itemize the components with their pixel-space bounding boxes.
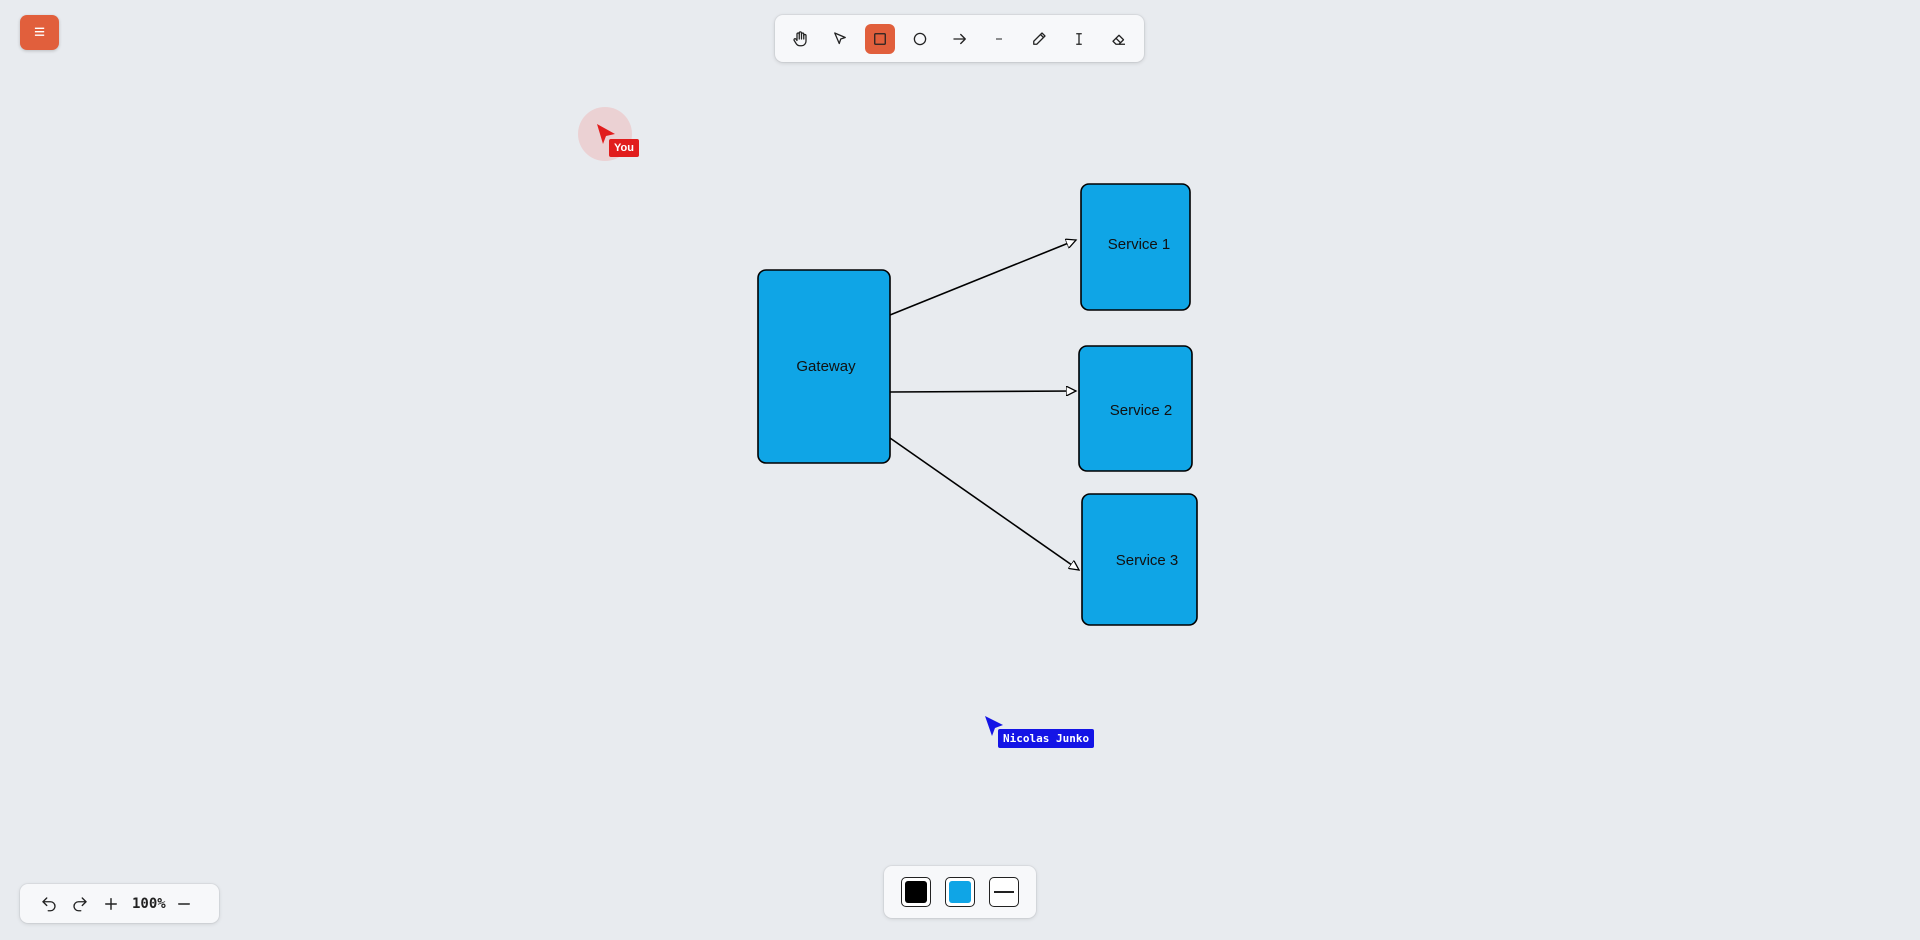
undo-icon xyxy=(42,896,56,911)
stroke-style-button[interactable] xyxy=(989,877,1019,907)
eraser-tool-button[interactable] xyxy=(1104,24,1134,54)
arrow-gateway-service1[interactable] xyxy=(889,240,1076,316)
fill-color-button[interactable] xyxy=(945,877,975,907)
arrow-tool-button[interactable] xyxy=(945,24,975,54)
pointer-icon xyxy=(833,31,846,44)
zoom-level[interactable]: 100% xyxy=(132,895,166,912)
minus-icon xyxy=(177,902,190,905)
service-1-label: Service 1 xyxy=(1108,236,1171,253)
hamburger-icon: ≡ xyxy=(33,21,46,43)
circle-icon xyxy=(913,32,926,45)
collaborator-cursor-arrow-icon xyxy=(985,716,1003,736)
rectangle-tool-button[interactable] xyxy=(864,23,895,54)
plus-icon xyxy=(105,897,117,910)
service-box-1[interactable]: Service 1 xyxy=(1080,183,1191,311)
arrow-right-icon xyxy=(952,33,966,44)
hand-tool-button[interactable] xyxy=(785,24,815,54)
select-tool-button[interactable] xyxy=(825,24,855,54)
redo-icon xyxy=(73,896,87,911)
ellipse-tool-button[interactable] xyxy=(905,24,935,54)
text-tool-button[interactable] xyxy=(1064,24,1094,54)
collaborator-cursor xyxy=(985,716,1003,736)
undo-button[interactable] xyxy=(37,892,61,916)
zoom-in-button[interactable] xyxy=(99,892,123,916)
history-zoom-panel: 100% xyxy=(20,884,219,923)
pencil-icon xyxy=(1033,31,1046,45)
stroke-color-button[interactable] xyxy=(901,877,931,907)
zoom-out-button[interactable] xyxy=(172,892,196,916)
gateway-label: Gateway xyxy=(796,358,856,375)
service-2-label: Service 2 xyxy=(1110,402,1173,419)
you-cursor-label: You xyxy=(609,139,639,157)
main-menu-button[interactable]: ≡ xyxy=(20,15,59,50)
text-cursor-icon xyxy=(1076,32,1083,45)
eraser-icon xyxy=(1112,34,1126,45)
you-cursor-arrow-icon xyxy=(597,124,615,144)
square-icon xyxy=(873,32,886,45)
service-box-2[interactable]: Service 2 xyxy=(1078,345,1193,472)
arrow-gateway-service3[interactable] xyxy=(889,437,1079,570)
arrow-gateway-service2[interactable] xyxy=(889,391,1076,392)
service-3-label: Service 3 xyxy=(1116,552,1179,569)
style-panel xyxy=(884,866,1036,918)
tool-palette xyxy=(775,15,1144,62)
line-tool-button[interactable] xyxy=(984,24,1014,54)
service-box-3[interactable]: Service 3 xyxy=(1081,493,1198,626)
hand-icon xyxy=(793,30,807,46)
stroke-color-swatch xyxy=(905,881,927,903)
gateway-box[interactable]: Gateway xyxy=(757,269,891,464)
solid-line-icon xyxy=(994,891,1014,893)
pencil-tool-button[interactable] xyxy=(1024,24,1054,54)
line-icon xyxy=(996,38,1003,39)
fill-color-swatch xyxy=(949,881,971,903)
redo-button[interactable] xyxy=(68,892,92,916)
collaborator-cursor-label: Nicolas Junko xyxy=(998,729,1095,748)
